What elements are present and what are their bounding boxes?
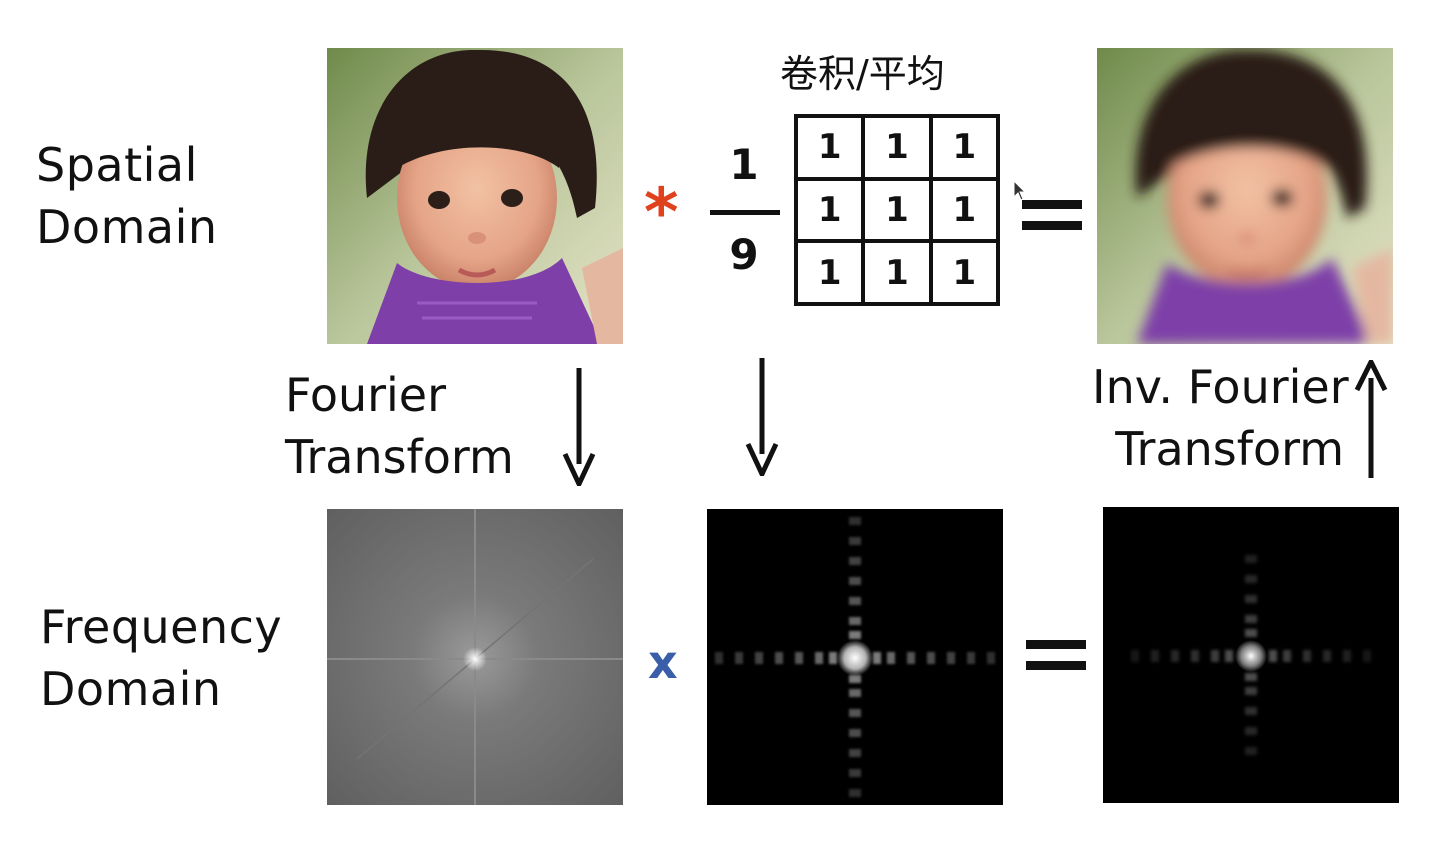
kernel-matrix: 1 1 1 1 1 1 1 1 1 <box>794 114 1000 306</box>
spatial-domain-label-line2: Domain <box>36 200 218 254</box>
multiply-operator: x <box>648 635 678 689</box>
kernel-cell: 1 <box>932 180 996 240</box>
kernel-frequency-response <box>707 509 1003 805</box>
kernel-cell: 1 <box>798 243 862 302</box>
spatial-domain-label: Spatial Domain <box>36 134 218 258</box>
kernel-cell: 1 <box>798 118 862 177</box>
product-frequency-spectrum <box>1103 507 1399 803</box>
mouse-cursor-icon <box>1013 179 1027 202</box>
inverse-fourier-transform-label-line2: Transform <box>1115 422 1344 476</box>
blurred-image-graphic <box>1097 48 1393 344</box>
blurred-image <box>1097 48 1393 344</box>
kernel-cell: 1 <box>865 180 929 240</box>
inverse-fourier-transform-label-line1: Inv. Fourier <box>1092 360 1349 414</box>
image-frequency-spectrum <box>327 509 623 805</box>
frequency-domain-label-line2: Domain <box>40 662 222 716</box>
equals-sign-bottom <box>1026 640 1086 670</box>
kernel-cell: 1 <box>865 243 929 302</box>
fourier-transform-label-line1: Fourier <box>285 368 447 422</box>
kernel-cell: 1 <box>932 118 996 177</box>
kernel-frequency-response-graphic <box>707 509 1003 805</box>
frequency-domain-label-line1: Frequency <box>40 600 283 654</box>
kernel-cell: 1 <box>932 243 996 302</box>
kernel-fraction-numerator: 1 <box>729 140 759 189</box>
product-frequency-spectrum-graphic <box>1103 507 1399 803</box>
frequency-domain-label: Frequency Domain <box>40 596 282 720</box>
kernel-fraction-denominator: 9 <box>729 230 759 279</box>
kernel-cell: 1 <box>865 118 929 177</box>
inverse-fourier-transform-label: Inv. Fourier Transform <box>1092 356 1349 480</box>
image-frequency-spectrum-graphic <box>327 509 623 805</box>
equals-sign-top <box>1022 200 1082 230</box>
fourier-transform-label: Fourier Transform <box>285 364 514 488</box>
convolve-operator: * <box>644 174 679 251</box>
arrow-down-icon <box>745 358 779 476</box>
arrow-up-icon <box>1354 360 1388 478</box>
kernel-fraction-bar <box>710 210 780 215</box>
original-image-graphic <box>327 48 623 344</box>
original-image <box>327 48 623 344</box>
kernel-cell: 1 <box>798 180 862 240</box>
kernel-title: 卷积/平均 <box>780 52 945 96</box>
fourier-transform-label-line2: Transform <box>285 430 514 484</box>
arrow-down-icon <box>562 368 596 486</box>
spatial-domain-label-line1: Spatial <box>36 138 198 192</box>
